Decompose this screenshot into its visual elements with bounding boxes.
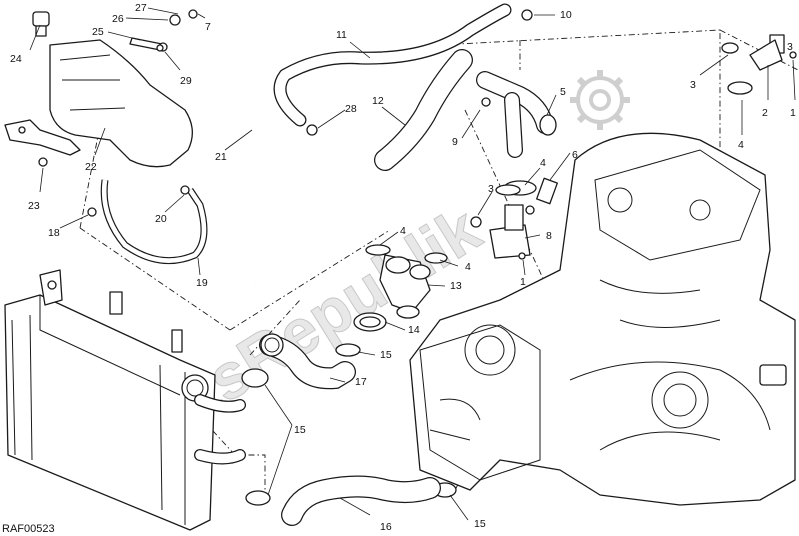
callout-3-c: 3 — [787, 41, 793, 53]
fasteners — [38, 9, 797, 228]
tank-cap — [32, 11, 50, 37]
reference-code: RAF00523 — [2, 523, 55, 535]
oring-14 — [353, 312, 387, 332]
hose-21 — [171, 48, 267, 286]
callout-24: 24 — [10, 53, 22, 65]
y-fitting-13 — [379, 254, 431, 319]
clamps-4 — [365, 81, 753, 264]
callout-15-a: 15 — [380, 349, 392, 361]
callout-6: 6 — [572, 149, 578, 161]
callout-15-b: 15 — [294, 424, 306, 436]
callout-9: 9 — [452, 136, 458, 148]
hose-12 — [374, 49, 473, 171]
leader-lines — [29, 7, 796, 521]
hose-19 — [100, 179, 208, 265]
callout-4-d: 4 — [465, 261, 471, 273]
callout-5: 5 — [560, 86, 566, 98]
callout-15-c: 15 — [474, 518, 486, 530]
callout-10: 10 — [560, 9, 572, 21]
callout-4-b: 4 — [738, 139, 744, 151]
callout-12: 12 — [372, 95, 384, 107]
callout-18: 18 — [48, 227, 60, 239]
callout-3-b: 3 — [690, 79, 696, 91]
callout-14: 14 — [408, 324, 420, 336]
expansion-tank — [4, 39, 193, 168]
thermostat-fitting — [489, 177, 558, 260]
callout-13: 13 — [450, 280, 462, 292]
callout-25: 25 — [92, 26, 104, 38]
callout-29: 29 — [180, 75, 192, 87]
callout-19: 19 — [196, 277, 208, 289]
hose-17 — [259, 333, 356, 390]
callout-2: 2 — [762, 107, 768, 119]
gear-logo-icon — [570, 70, 630, 130]
callout-4-c: 4 — [400, 225, 406, 237]
hose-11 — [273, 3, 512, 127]
callout-11: 11 — [336, 29, 347, 41]
engine — [409, 132, 796, 506]
callout-20: 20 — [155, 213, 167, 225]
callout-1-a: 1 — [520, 276, 526, 288]
callout-4-a: 4 — [540, 157, 546, 169]
callout-17: 17 — [355, 376, 367, 388]
radiator — [4, 269, 246, 531]
callout-27: 27 — [135, 2, 147, 14]
callout-7: 7 — [205, 21, 211, 33]
callout-1-b: 1 — [790, 107, 796, 119]
callout-21: 21 — [215, 151, 227, 163]
callout-16: 16 — [380, 521, 392, 533]
callout-26: 26 — [112, 13, 124, 25]
bleed-screw — [129, 9, 198, 52]
hose-16 — [281, 475, 441, 526]
callout-23: 23 — [28, 200, 40, 212]
callout-22: 22 — [85, 161, 97, 173]
pipe-5 — [476, 71, 557, 158]
callout-8: 8 — [546, 230, 552, 242]
callout-28: 28 — [345, 103, 357, 115]
callout-3-a: 3 — [488, 183, 494, 195]
